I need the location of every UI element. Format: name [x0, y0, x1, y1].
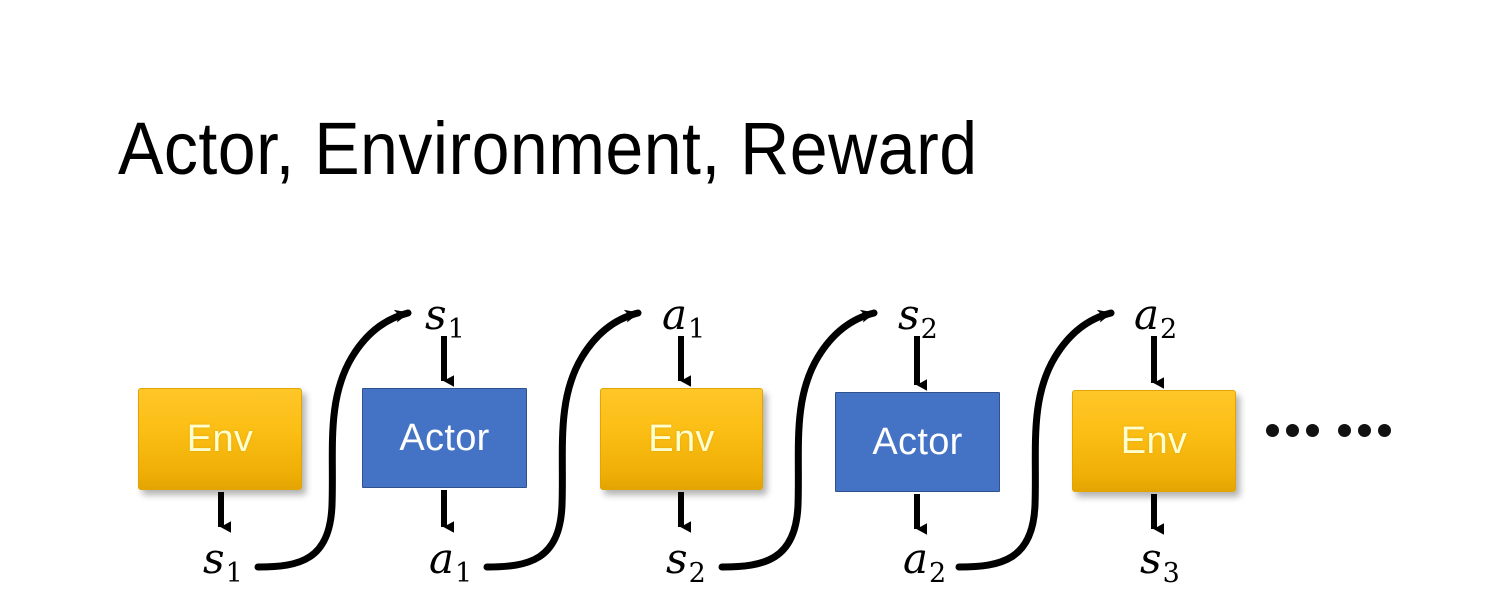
label-subscript: 1: [688, 314, 706, 345]
ellipsis-dot: [1378, 424, 1391, 437]
curve-connector-a2: [955, 309, 1115, 571]
ellipsis-dot: [1338, 424, 1351, 437]
label-bottom-s3: s3: [1140, 538, 1180, 588]
label-base: s: [898, 290, 920, 339]
ellipsis-dot: [1358, 424, 1371, 437]
label-subscript: 2: [1160, 314, 1178, 345]
node-actor-2[interactable]: Actor: [835, 392, 1000, 492]
label-top-a1: a1: [662, 294, 705, 344]
node-label: Env: [648, 417, 715, 460]
label-base: s: [425, 290, 447, 339]
label-subscript: 2: [920, 314, 938, 345]
label-subscript: 1: [447, 314, 465, 345]
label-subscript: 1: [455, 558, 473, 589]
label-top-s2: s2: [898, 294, 938, 344]
node-label: Actor: [399, 416, 490, 459]
label-bottom-a2: a2: [903, 538, 946, 588]
node-env-2[interactable]: Env: [600, 388, 763, 490]
label-base: s: [666, 534, 688, 583]
ellipsis-continuation: [1266, 424, 1391, 437]
label-base: a: [1134, 290, 1160, 339]
ellipsis-gap: [1326, 430, 1331, 431]
curve-connector-s2: [718, 309, 878, 571]
label-bottom-s1: s1: [203, 538, 243, 588]
curve-connector-s1: [254, 309, 412, 571]
label-base: a: [662, 290, 688, 339]
label-base: s: [203, 534, 225, 583]
node-label: Env: [186, 417, 254, 460]
label-base: s: [1140, 534, 1162, 583]
label-base: a: [903, 534, 929, 583]
node-label: Env: [1120, 419, 1188, 462]
ellipsis-dot: [1286, 424, 1299, 437]
node-actor-1[interactable]: Actor: [362, 388, 527, 488]
label-subscript: 2: [929, 558, 947, 589]
label-subscript: 3: [1162, 558, 1180, 589]
label-subscript: 1: [225, 558, 243, 589]
label-bottom-s2: s2: [666, 538, 706, 588]
ellipsis-dot: [1266, 424, 1279, 437]
page-title: Actor, Environment, Reward: [118, 107, 978, 190]
node-env-3[interactable]: Env: [1072, 390, 1236, 492]
node-env-1[interactable]: Env: [138, 388, 302, 490]
label-bottom-a1: a1: [429, 538, 472, 588]
label-subscript: 2: [688, 558, 706, 589]
label-top-a2: a2: [1134, 294, 1177, 344]
curve-connector-a1: [483, 309, 642, 571]
node-label: Actor: [872, 420, 963, 463]
label-base: a: [429, 534, 455, 583]
ellipsis-dot: [1306, 424, 1319, 437]
label-top-s1: s1: [425, 294, 465, 344]
